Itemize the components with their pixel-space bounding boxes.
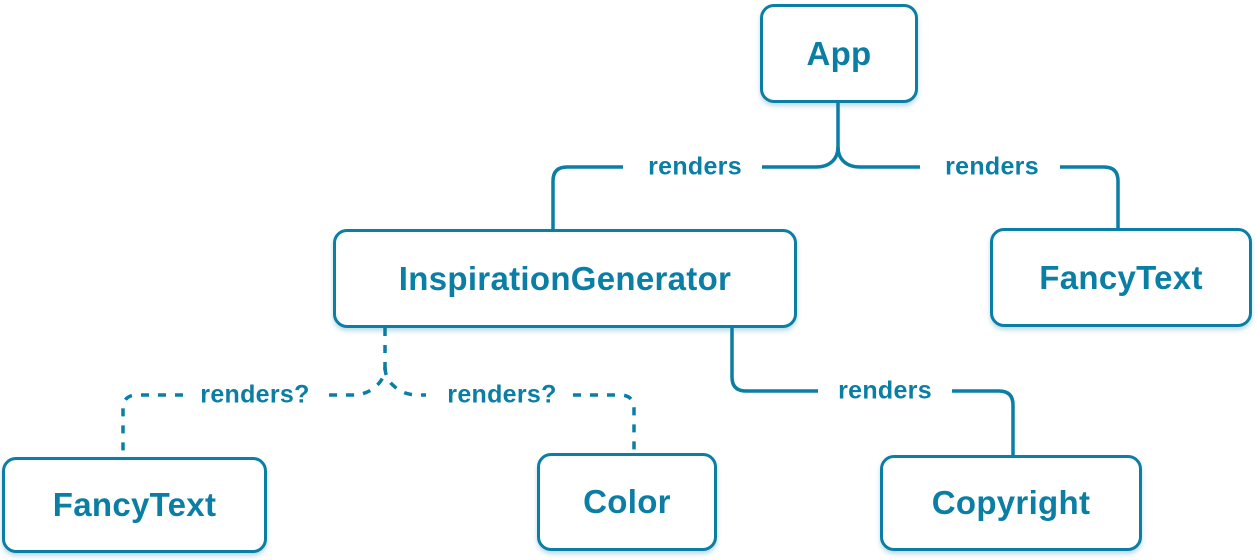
node-app-label: App <box>806 34 872 72</box>
edge-line-app-inspiration-2 <box>551 165 623 229</box>
edge-label-inspiration-color: renders? <box>447 380 557 409</box>
node-inspiration-generator-label: InspirationGenerator <box>398 259 732 297</box>
node-fancy-text-bottom: FancyText <box>2 457 267 553</box>
node-app: App <box>760 4 918 103</box>
edge-line-inspiration-color-1 <box>383 366 426 397</box>
edge-line-app-inspiration-1 <box>762 146 840 169</box>
edge-line-inspiration-copyright-2 <box>952 389 1015 455</box>
edge-label-app-fancytext: renders <box>945 152 1039 181</box>
edge-line-app-fancytext-2 <box>1060 165 1120 228</box>
node-fancy-text-top-label: FancyText <box>1039 258 1203 296</box>
edge-line-inspiration-color-2 <box>573 393 636 453</box>
edge-label-inspiration-copyright: renders <box>838 376 932 405</box>
node-color: Color <box>537 453 717 551</box>
node-copyright: Copyright <box>880 455 1142 551</box>
edge-line-inspiration-fancytext-1 <box>326 328 387 397</box>
node-fancy-text-bottom-label: FancyText <box>52 486 217 523</box>
node-inspiration-generator: InspirationGenerator <box>333 229 797 328</box>
edge-line-inspiration-copyright-1 <box>730 328 818 393</box>
node-fancy-text-top: FancyText <box>990 228 1252 327</box>
node-copyright-label: Copyright <box>931 484 1091 521</box>
edge-line-inspiration-fancytext-2 <box>121 393 183 457</box>
edge-label-app-inspiration: renders <box>648 152 742 181</box>
edge-label-inspiration-fancytext: renders? <box>200 380 310 409</box>
edge-line-app-fancytext-1 <box>836 146 920 169</box>
node-color-label: Color <box>583 483 671 520</box>
